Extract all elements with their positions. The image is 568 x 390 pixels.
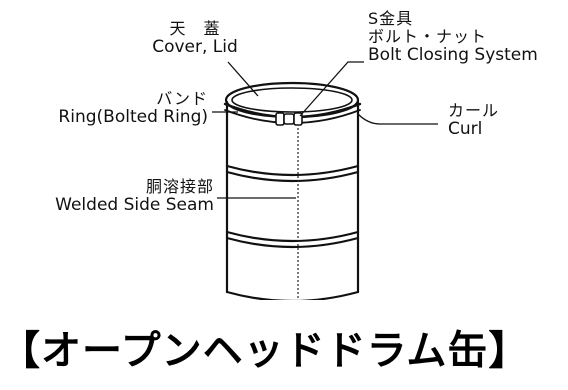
drum-illustration: [212, 61, 438, 300]
label-bolt-jp2: ボルト・ナット: [368, 27, 488, 46]
label-seam-jp: 胴溶接部: [145, 177, 214, 196]
label-band-en: Ring(Bolted Ring): [58, 107, 208, 127]
label-seam-en: Welded Side Seam: [55, 195, 214, 215]
leader-cover: [227, 61, 259, 97]
rolling-hoop-upper: [225, 164, 360, 177]
drum-bottom: [225, 290, 360, 300]
label-cover: 天 蓋 Cover, Lid: [140, 19, 250, 57]
label-bolt: S金具 ボルト・ナット Bolt Closing System: [368, 9, 538, 65]
label-bolt-jp1: S金具: [368, 9, 414, 28]
figure-caption: 【オープンヘッドドラム缶】: [0, 328, 530, 374]
label-seam: 胴溶接部 Welded Side Seam: [20, 177, 214, 215]
label-curl-jp: カール: [448, 101, 500, 120]
leader-bolt: [299, 61, 364, 117]
rolling-hoop-lower: [225, 230, 360, 243]
label-curl: カール Curl: [448, 101, 500, 139]
label-bolt-en: Bolt Closing System: [368, 45, 538, 65]
label-cover-en: Cover, Lid: [152, 37, 238, 57]
leader-curl: [357, 113, 438, 125]
bolt-closing-fixture: [275, 112, 303, 126]
label-band: バンド Ring(Bolted Ring): [16, 89, 208, 127]
label-band-jp: バンド: [156, 89, 208, 108]
label-cover-jp: 天 蓋: [169, 19, 221, 38]
label-curl-en: Curl: [448, 119, 483, 139]
